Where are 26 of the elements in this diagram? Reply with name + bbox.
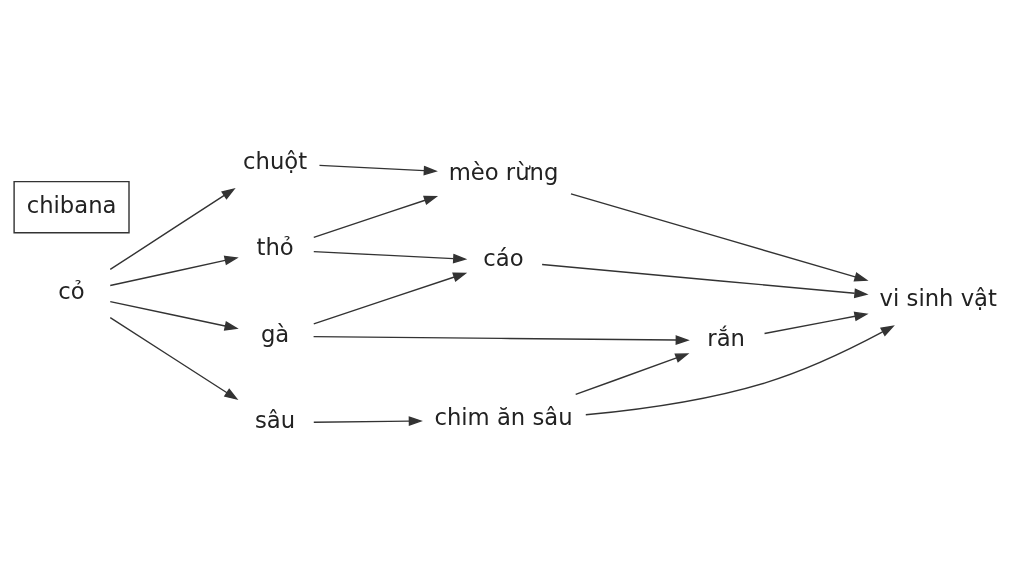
node-text: vi sinh vật (879, 285, 997, 312)
node-text: cáo (483, 245, 524, 272)
node-text: thỏ (256, 234, 294, 261)
node-text: cỏ (58, 278, 85, 305)
arrow (585, 325, 895, 416)
arrow (575, 353, 690, 396)
node-text: chuột (243, 147, 308, 174)
arrow (313, 272, 468, 325)
arrow (109, 187, 236, 271)
arrow (313, 195, 439, 239)
node-text: chim ăn sâu (434, 404, 573, 431)
arrow (109, 316, 239, 401)
arrow (570, 193, 869, 282)
arrow (763, 311, 869, 335)
node-text: rắn (707, 324, 746, 351)
arrow (312, 335, 690, 346)
node-text: mèo rừng (448, 158, 559, 185)
arrow (109, 300, 239, 331)
node-text: gà (260, 320, 290, 347)
arrow (313, 250, 468, 264)
node-text: sâu (255, 407, 296, 434)
arrow (313, 416, 423, 427)
arrow (109, 255, 239, 287)
arrow (318, 164, 438, 176)
node-box: chibana (13, 180, 130, 234)
arrow (541, 263, 869, 299)
